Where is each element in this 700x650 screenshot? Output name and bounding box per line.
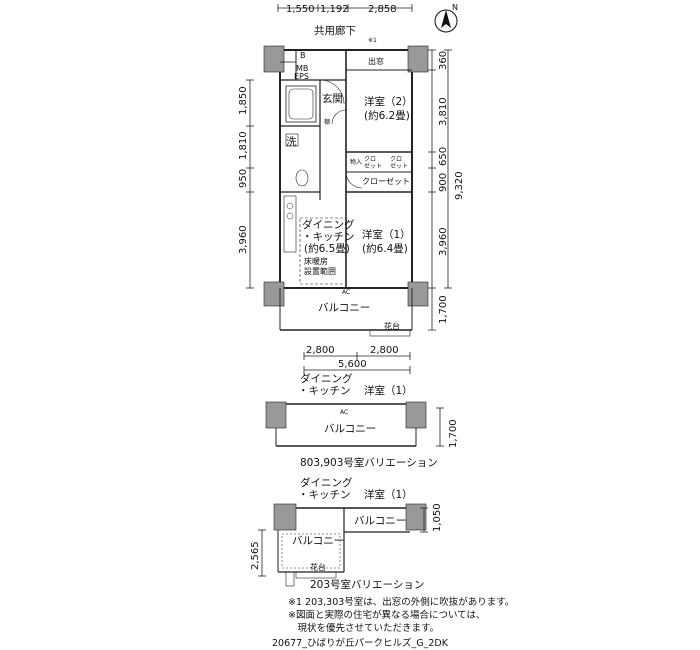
dim-left-1: 1,850: [238, 86, 249, 115]
var1-dim-2: 2,800: [370, 345, 399, 356]
north-label: N: [452, 3, 458, 12]
var1-dim-1: 2,800: [306, 345, 335, 356]
note-line-2: ※図面と実際の住宅が異なる場合については、: [288, 610, 486, 621]
dim-right-total: 9,320: [454, 171, 465, 200]
ac-label: AC: [342, 289, 350, 296]
room-yoshitsu1-size: (約6.4畳): [362, 242, 408, 255]
dim-top-2: 1,192: [320, 4, 349, 15]
note-line-1: ※1 203,303号室は、出窓の外側に吹抜があります。: [288, 597, 515, 608]
room-tana-label: 棚: [324, 118, 330, 126]
note-mark-label: ※1: [368, 37, 377, 44]
footer-code: 20677_ひばりが丘パークヒルズ_G_2DK: [272, 638, 448, 649]
floor-heating-label-1: 床暖房: [304, 256, 328, 266]
room-closet-a2-label: ゼット: [364, 162, 382, 170]
room-demado-label: 出窓: [368, 56, 384, 66]
dim-right-5: 3,960: [438, 227, 449, 256]
var2-dk-label-1: ダイニング: [300, 476, 353, 489]
dim-top-3: 2,858: [368, 4, 397, 15]
var2-dk-label-2: ・キッチン: [298, 489, 351, 501]
var1-balcony-label: バルコニー: [324, 423, 376, 435]
dim-top-1: 1,550: [286, 4, 315, 15]
var1-dim-right: 1,700: [448, 419, 459, 448]
room-yoshitsu1-label: 洋室（1）: [362, 228, 411, 241]
room-closet-b2-label: ゼット: [390, 162, 408, 170]
var1-yoshitsu-label: 洋室（1）: [364, 384, 413, 397]
room-dk-label-1: ダイニング: [302, 218, 355, 231]
var2-caption: 203号室バリエーション: [310, 578, 424, 591]
var1-ac-label: AC: [340, 409, 348, 416]
note-line-3: 現状を優先させていただきます。: [288, 623, 440, 634]
dim-right-6: 1,700: [438, 295, 449, 324]
room-monoire-label: 物入: [350, 158, 362, 166]
room-eps-label: EPS: [294, 72, 309, 81]
north-arrow-icon: [434, 9, 458, 33]
dim-right-1: 360: [438, 51, 449, 70]
var2-dim-right: 1,050: [432, 503, 443, 532]
var2-kadai-label: 花台: [310, 562, 326, 572]
room-dk-size: (約6.5畳): [304, 242, 350, 255]
room-b-label: B: [300, 51, 306, 60]
room-closet-b-label: クロ: [390, 156, 402, 163]
room-dk-label-2: ・キッチン: [302, 231, 355, 243]
room-genkan-label: 玄関: [322, 92, 343, 105]
var1-dk-label-1: ダイニング: [300, 372, 353, 385]
room-closet-a-label: クロ: [364, 156, 376, 163]
var2-dim-left: 2,565: [250, 541, 261, 570]
room-yoshitsu2-label: 洋室（2）: [364, 95, 413, 108]
var2-balcony-a-label: バルコニー: [292, 535, 344, 547]
corridor-label: 共用廊下: [314, 24, 356, 37]
var2-balcony-b-label: バルコニー: [354, 515, 406, 527]
dim-right-2: 3,810: [438, 97, 449, 126]
floor-heating-label-2: 設置範囲: [304, 266, 336, 276]
dim-right-3: 650: [438, 147, 449, 166]
dim-right-4: 900: [438, 173, 449, 192]
var1-dk-label-2: ・キッチン: [298, 385, 351, 397]
var1-dim-total: 5,600: [338, 359, 367, 370]
var1-caption: 803,903号室バリエーション: [300, 456, 438, 469]
dim-left-2: 1,810: [238, 131, 249, 160]
balcony-label: バルコニー: [318, 302, 370, 314]
room-sen-label: 洗: [286, 136, 297, 148]
room-mb-label: MB: [296, 64, 308, 73]
kadai-label: 花台: [384, 321, 400, 331]
room-closet-label: クローゼット: [362, 176, 410, 186]
var2-yoshitsu-label: 洋室（1）: [364, 488, 413, 501]
dim-left-3: 950: [238, 169, 249, 188]
dim-left-4: 3,960: [238, 225, 249, 254]
room-yoshitsu2-size: (約6.2畳): [364, 109, 410, 122]
